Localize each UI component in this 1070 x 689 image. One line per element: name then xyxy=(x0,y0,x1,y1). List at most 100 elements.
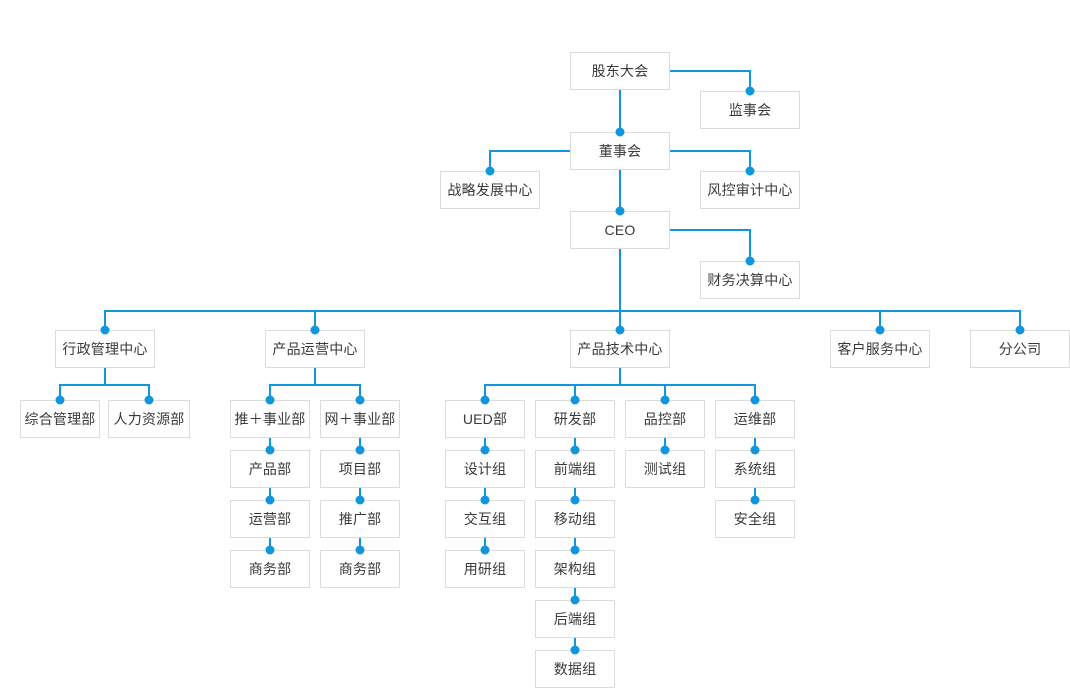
org-node-label: CEO xyxy=(604,222,636,238)
org-node-riskaudit[interactable]: 风控审计中心 xyxy=(700,171,800,209)
org-node-label: 交互组 xyxy=(463,511,507,527)
connector-dot-archgrp xyxy=(570,545,580,555)
connector-dot-strategy xyxy=(485,166,495,176)
connector-dot-branch xyxy=(1015,325,1025,335)
org-node-label: UED部 xyxy=(462,411,508,427)
connector-dot-securitygrp xyxy=(750,495,760,505)
connector-dot-researchgrp xyxy=(480,545,490,555)
org-node-bizdept2[interactable]: 商务部 xyxy=(320,550,400,588)
org-node-custserv[interactable]: 客户服务中心 xyxy=(830,330,930,368)
org-node-board[interactable]: 董事会 xyxy=(570,132,670,170)
org-node-ued[interactable]: UED部 xyxy=(445,400,525,438)
org-node-sysgrp[interactable]: 系统组 xyxy=(715,450,795,488)
org-node-prodops[interactable]: 产品运营中心 xyxy=(265,330,365,368)
org-node-projectdept[interactable]: 项目部 xyxy=(320,450,400,488)
connector-dot-board xyxy=(615,127,625,137)
org-node-interactgrp[interactable]: 交互组 xyxy=(445,500,525,538)
org-node-label: 监事会 xyxy=(728,102,772,118)
connector-dot-finance xyxy=(745,256,755,266)
connector-dot-admin xyxy=(100,325,110,335)
org-node-label: 安全组 xyxy=(733,511,777,527)
org-node-label: 运维部 xyxy=(733,411,777,427)
org-node-label: 后端组 xyxy=(553,611,597,627)
org-node-hr[interactable]: 人力资源部 xyxy=(108,400,190,438)
org-node-wangBU[interactable]: 网＋事业部 xyxy=(320,400,400,438)
org-node-supervisors[interactable]: 监事会 xyxy=(700,91,800,129)
connector-dot-mobilegrp xyxy=(570,495,580,505)
org-node-label: 股东大会 xyxy=(591,63,649,79)
org-node-label: 商务部 xyxy=(248,561,292,577)
connector-dot-supervisors xyxy=(745,86,755,96)
org-node-designgrp[interactable]: 设计组 xyxy=(445,450,525,488)
org-node-label: 产品部 xyxy=(248,461,292,477)
org-node-productdept[interactable]: 产品部 xyxy=(230,450,310,488)
org-node-qa[interactable]: 品控部 xyxy=(625,400,705,438)
connector-dot-testgrp xyxy=(660,445,670,455)
org-node-archgrp[interactable]: 架构组 xyxy=(535,550,615,588)
org-node-label: 品控部 xyxy=(643,411,687,427)
org-node-shareholders[interactable]: 股东大会 xyxy=(570,52,670,90)
org-node-frontendgrp[interactable]: 前端组 xyxy=(535,450,615,488)
org-node-opsdept[interactable]: 运营部 xyxy=(230,500,310,538)
org-node-label: 架构组 xyxy=(553,561,597,577)
org-node-label: 网＋事业部 xyxy=(324,411,396,427)
org-node-label: 推＋事业部 xyxy=(234,411,306,427)
org-node-label: 移动组 xyxy=(553,511,597,527)
org-node-label: 项目部 xyxy=(338,461,382,477)
connector-dot-prodops xyxy=(310,325,320,335)
org-node-backendgrp[interactable]: 后端组 xyxy=(535,600,615,638)
org-node-label: 风控审计中心 xyxy=(707,182,793,198)
connector-dot-rnd xyxy=(570,395,580,405)
connector-dot-tuiBU xyxy=(265,395,275,405)
org-node-label: 产品运营中心 xyxy=(272,341,358,357)
connector-dot-designgrp xyxy=(480,445,490,455)
org-node-tuiBU[interactable]: 推＋事业部 xyxy=(230,400,310,438)
connector-dot-ceo xyxy=(615,206,625,216)
org-node-label: 推广部 xyxy=(338,511,382,527)
org-node-label: 行政管理中心 xyxy=(62,341,148,357)
org-node-ceo[interactable]: CEO xyxy=(570,211,670,249)
org-node-datagrp[interactable]: 数据组 xyxy=(535,650,615,688)
org-node-label: 运营部 xyxy=(248,511,292,527)
org-node-securitygrp[interactable]: 安全组 xyxy=(715,500,795,538)
connector-dot-qa xyxy=(660,395,670,405)
org-node-prodtech[interactable]: 产品技术中心 xyxy=(570,330,670,368)
org-node-devops[interactable]: 运维部 xyxy=(715,400,795,438)
connector-dot-frontendgrp xyxy=(570,445,580,455)
connector-dot-bizdept2 xyxy=(355,545,365,555)
org-node-label: 产品技术中心 xyxy=(577,341,663,357)
connector-dot-generalmgmt xyxy=(55,395,65,405)
connector-dot-datagrp xyxy=(570,645,580,655)
org-node-label: 前端组 xyxy=(553,461,597,477)
org-node-label: 设计组 xyxy=(463,461,507,477)
org-node-researchgrp[interactable]: 用研组 xyxy=(445,550,525,588)
org-node-label: 财务决算中心 xyxy=(707,272,793,288)
org-node-label: 董事会 xyxy=(598,143,642,159)
org-node-label: 分公司 xyxy=(998,341,1042,357)
connector-dot-riskaudit xyxy=(745,166,755,176)
org-node-finance[interactable]: 财务决算中心 xyxy=(700,261,800,299)
org-node-branch[interactable]: 分公司 xyxy=(970,330,1070,368)
org-node-testgrp[interactable]: 测试组 xyxy=(625,450,705,488)
org-node-bizdept1[interactable]: 商务部 xyxy=(230,550,310,588)
connector-dot-custserv xyxy=(875,325,885,335)
org-node-label: 商务部 xyxy=(338,561,382,577)
org-node-label: 测试组 xyxy=(643,461,687,477)
org-node-promodept[interactable]: 推广部 xyxy=(320,500,400,538)
org-node-mobilegrp[interactable]: 移动组 xyxy=(535,500,615,538)
connector-dot-bizdept1 xyxy=(265,545,275,555)
org-node-label: 综合管理部 xyxy=(24,411,96,427)
org-node-strategy[interactable]: 战略发展中心 xyxy=(440,171,540,209)
org-node-generalmgmt[interactable]: 综合管理部 xyxy=(20,400,100,438)
connector-dot-opsdept xyxy=(265,495,275,505)
connector-dot-productdept xyxy=(265,445,275,455)
org-node-label: 数据组 xyxy=(553,661,597,677)
org-node-label: 用研组 xyxy=(463,561,507,577)
org-node-admin[interactable]: 行政管理中心 xyxy=(55,330,155,368)
org-node-rnd[interactable]: 研发部 xyxy=(535,400,615,438)
connector-dot-ued xyxy=(480,395,490,405)
org-node-label: 人力资源部 xyxy=(113,411,185,427)
connector-dot-backendgrp xyxy=(570,595,580,605)
